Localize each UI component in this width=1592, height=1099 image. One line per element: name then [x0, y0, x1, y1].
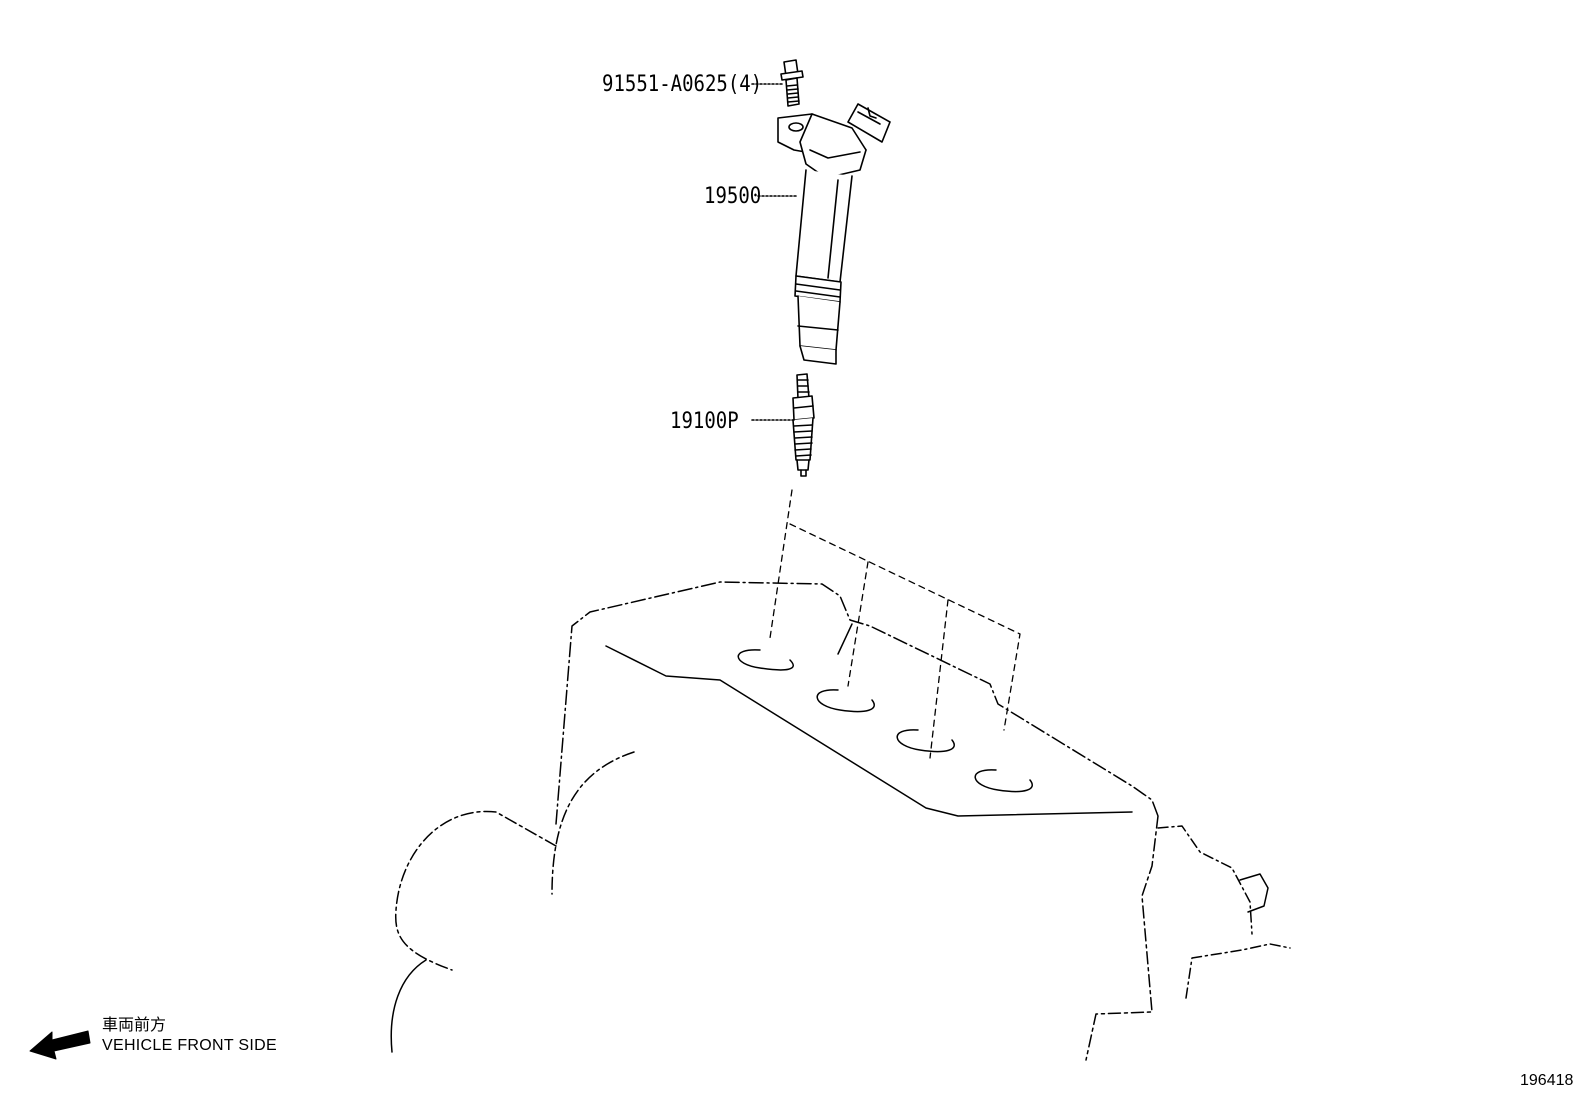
mount-lines [769, 489, 1021, 759]
plug-hole-3 [896, 729, 955, 753]
part-label-ignition-coil: 19500 [704, 183, 762, 209]
ignition-coil-drawing [757, 103, 891, 365]
direction-label-japanese: 車両前方 [102, 1017, 167, 1034]
plug-hole-2 [816, 689, 875, 713]
bolt-drawing [780, 59, 804, 107]
plug-hole-1 [737, 649, 794, 671]
part-label-bolt: 91551-A0625(4) [602, 71, 763, 97]
direction-label-english: VEHICLE FRONT SIDE [102, 1037, 277, 1054]
front-arrow-icon [29, 1030, 91, 1060]
plug-hole-4 [974, 769, 1033, 793]
illustration-number: 196418 [1520, 1072, 1574, 1089]
engine-head [390, 581, 1291, 1061]
part-label-spark-plug: 19100P [670, 408, 739, 434]
spark-plug-drawing [751, 373, 815, 477]
